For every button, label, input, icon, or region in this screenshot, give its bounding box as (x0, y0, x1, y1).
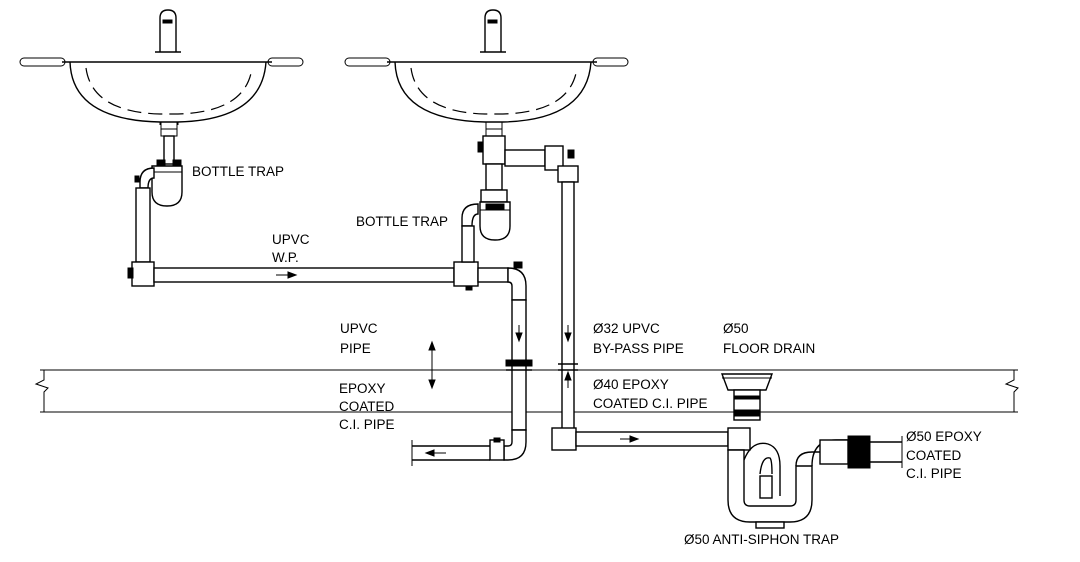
basin-left (19, 57, 304, 125)
flow-arrows (276, 271, 640, 457)
label-epoxy-right-line2: COATED (906, 448, 962, 463)
label-anti-siphon-trap: Ø50 ANTI-SIPHON TRAP (684, 532, 839, 547)
horizontal-pipe-bottom (551, 427, 751, 451)
bottle-trap-left (134, 121, 183, 207)
floor-slab (34, 369, 1019, 413)
tap-left (155, 9, 181, 53)
label-epoxy-right-line1: Ø50 EPOXY (906, 429, 982, 444)
labels: BOTTLE TRAP BOTTLE TRAP UPVC W.P. UPVC P… (192, 164, 982, 547)
label-upvc-wp-line2: W.P. (272, 250, 299, 265)
basin-right (344, 57, 629, 123)
label-bypass-line2: BY-PASS PIPE (593, 341, 684, 356)
label-floor-drain-line1: Ø50 (723, 321, 749, 336)
anti-siphon-trap (727, 439, 848, 529)
outlet-pipe-left (411, 429, 527, 466)
label-epoxy-left-line1: EPOXY (339, 381, 386, 396)
label-bypass-line1: Ø32 UPVC (593, 321, 660, 336)
label-upvc-pipe-line1: UPVC (340, 321, 378, 336)
vertical-pipe-center (477, 261, 533, 431)
floor-drain (720, 373, 774, 421)
waste-pipe-left (127, 187, 479, 291)
outlet-pipe-right (819, 435, 903, 469)
bottle-trap-right (461, 121, 511, 263)
label-epoxy-right-line3: C.I. PIPE (906, 466, 962, 481)
label-epoxy-mid-line1: Ø40 EPOXY (593, 377, 669, 392)
label-epoxy-mid-line2: COATED C.I. PIPE (593, 396, 708, 411)
label-epoxy-left-line3: C.I. PIPE (339, 417, 395, 432)
label-epoxy-left-line2: COATED (339, 399, 395, 414)
label-bottle-trap-left: BOTTLE TRAP (192, 164, 284, 179)
label-bottle-trap-right: BOTTLE TRAP (356, 214, 448, 229)
tap-right (480, 9, 506, 53)
label-floor-drain-line2: FLOOR DRAIN (723, 341, 815, 356)
label-upvc-pipe-line2: PIPE (340, 341, 371, 356)
bypass-pipe (504, 145, 579, 433)
label-upvc-wp-line1: UPVC (272, 232, 310, 247)
